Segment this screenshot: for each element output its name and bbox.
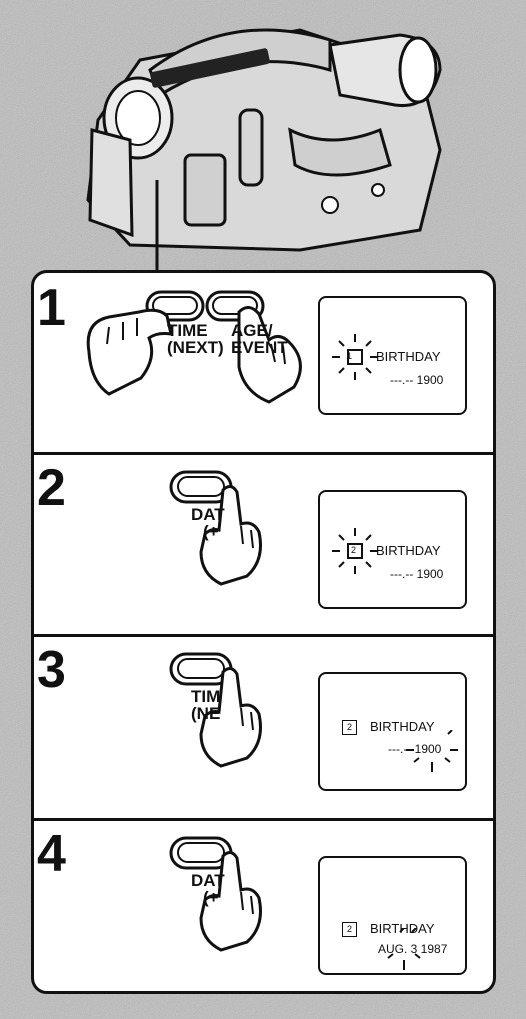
step-number: 4 — [37, 824, 66, 884]
step-divider — [34, 452, 493, 455]
step-number: 2 — [37, 458, 66, 518]
lcd-cursor-index: 1 — [347, 351, 352, 361]
lcd-date: ---.-- 1900 — [390, 567, 443, 581]
step-number: 3 — [37, 640, 66, 700]
step-2: 2 DAT(+ 2 BIRTHDAY ---.-- 1900 — [31, 460, 496, 630]
lcd-display: 2 BIRTHDAY ---.-- 1900 — [318, 672, 467, 791]
lcd-display: 1 BIRTHDAY ---.-- 1900 — [318, 296, 467, 415]
blink-indicator-icon — [330, 332, 380, 382]
step-1: 1 TIME(NEXT) AGE/EVENT 1 BIRTHDAY ---.--… — [31, 280, 496, 450]
lcd-title: BIRTHDAY — [376, 543, 441, 558]
date-plus-label: DAT(+ — [191, 872, 225, 906]
step-divider — [34, 818, 493, 821]
time-next-label: TIME(NEXT) — [167, 322, 224, 356]
lcd-cursor-index: 2 — [342, 720, 357, 735]
age-event-label: AGE/EVENT — [231, 322, 288, 356]
step-divider — [34, 634, 493, 637]
step-4: 4 DAT(+ 2 BIRTHDAY AUG. 3 1987 — [31, 826, 496, 991]
lcd-date: ---.-- 1900 — [390, 373, 443, 387]
step-3: 3 TIM(NE 2 BIRTHDAY ---.-- 1900 — [31, 642, 496, 812]
blink-indicator-icon — [402, 730, 462, 774]
date-plus-label: DAT(+ — [191, 506, 225, 540]
lcd-title: BIRTHDAY — [376, 349, 441, 364]
lcd-display: 2 BIRTHDAY ---.-- 1900 — [318, 490, 467, 609]
blink-indicator-icon — [376, 928, 446, 972]
lcd-cursor-index: 2 — [342, 922, 357, 937]
lcd-display: 2 BIRTHDAY AUG. 3 1987 — [318, 856, 467, 975]
step-number: 1 — [37, 278, 66, 338]
lcd-cursor-index: 2 — [351, 545, 356, 555]
time-next-label: TIM(NE — [191, 688, 220, 722]
